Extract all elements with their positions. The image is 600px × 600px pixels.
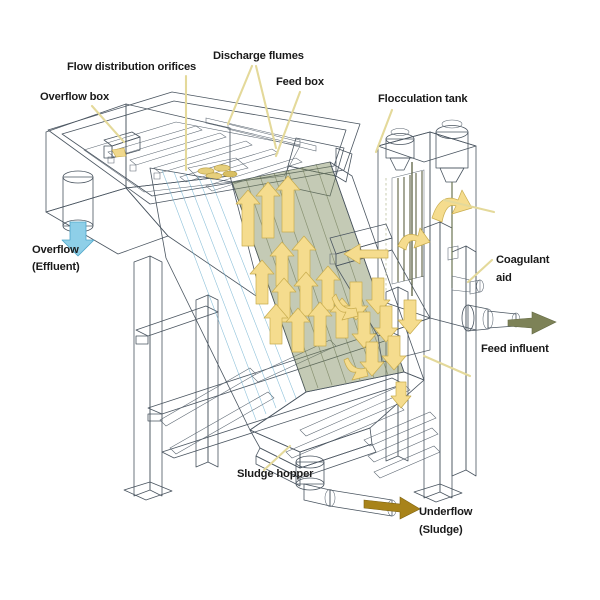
sludge-down-arrows bbox=[331, 277, 423, 409]
leader-flocculation-tank bbox=[374, 108, 394, 154]
mixer-drive-1 bbox=[385, 128, 415, 171]
floc-baffles bbox=[385, 162, 425, 296]
label-feed-influent: Feed influent bbox=[481, 343, 549, 355]
leader-floc-internal bbox=[442, 198, 496, 214]
label-discharge-flumes: Discharge flumes bbox=[213, 50, 304, 62]
leader-coagulant-aid bbox=[466, 258, 494, 284]
underflow-pipe bbox=[295, 455, 421, 520]
top-deck-assembly bbox=[47, 91, 361, 205]
leader-lower-right bbox=[422, 354, 472, 378]
leader-sludge-hopper bbox=[262, 444, 292, 472]
leader-feed-box bbox=[274, 90, 302, 158]
label-overflow-box: Overflow box bbox=[40, 91, 110, 103]
leader-overflow-box bbox=[90, 104, 126, 144]
label-coagulant: Coagulant bbox=[496, 254, 550, 266]
label-flow-distribution-orifices: Flow distribution orifices bbox=[67, 61, 196, 73]
overflow-box bbox=[103, 131, 141, 159]
label-underflow: Underflow bbox=[419, 506, 473, 518]
label-flocculation-tank: Flocculation tank bbox=[378, 93, 468, 105]
leader-lines bbox=[90, 64, 496, 472]
flow-distribution-orifices bbox=[187, 157, 249, 181]
label-overflow: Overflow bbox=[32, 244, 79, 256]
overflow-arrow bbox=[61, 221, 95, 257]
feed-influent-pipe bbox=[447, 245, 557, 335]
label-effluent: (Effluent) bbox=[32, 261, 80, 273]
diagram-labels: Overflow box Flow distribution orifices … bbox=[32, 50, 550, 536]
label-feed-box: Feed box bbox=[276, 76, 325, 88]
plate-up-arrows bbox=[235, 175, 355, 353]
label-sludge-hopper: Sludge hopper bbox=[237, 468, 314, 480]
floc-arrows bbox=[343, 189, 473, 265]
sludge-hopper bbox=[249, 371, 425, 487]
label-aid: aid bbox=[496, 272, 512, 284]
leader-discharge-flumes bbox=[226, 64, 278, 150]
coagulant-aid-nozzle bbox=[451, 275, 484, 295]
label-sludge: (Sludge) bbox=[419, 524, 463, 536]
